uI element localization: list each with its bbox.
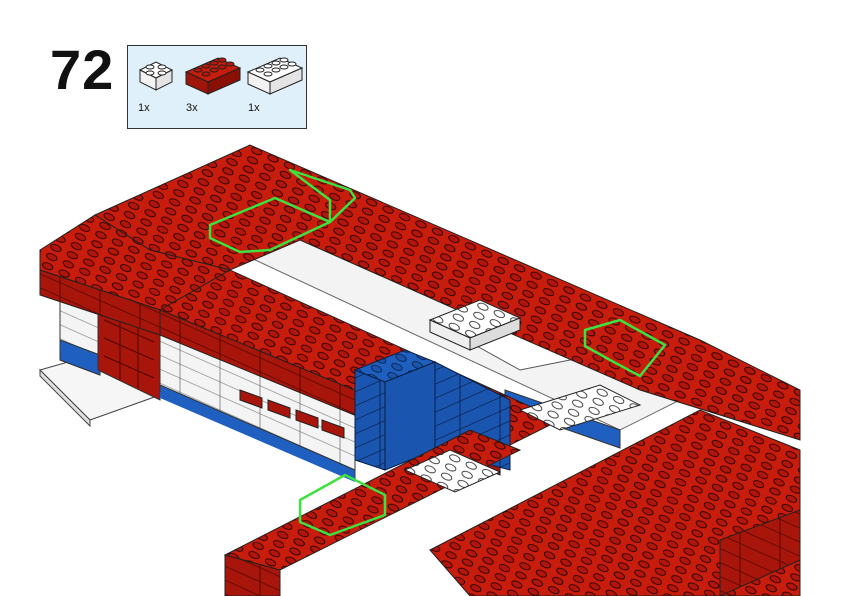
parts-list-callout: 1x 3x (127, 45, 307, 129)
part-qty: 3x (186, 102, 198, 114)
white-2x2-brick-icon (136, 52, 176, 96)
red-2x4-brick-icon (182, 52, 244, 96)
new-brick-highlight (208, 168, 667, 537)
part-qty: 1x (248, 102, 260, 114)
model-illustration (39, 144, 801, 596)
part-qty: 1x (138, 102, 150, 114)
white-2x4-brick-icon (244, 52, 306, 96)
window-row (239, 389, 345, 439)
right-red-wall (429, 384, 801, 596)
white-brick-courtyard (428, 299, 522, 351)
step-number: 72 (50, 38, 115, 101)
lower-red-wall (223, 429, 522, 596)
left-wall (59, 289, 356, 482)
